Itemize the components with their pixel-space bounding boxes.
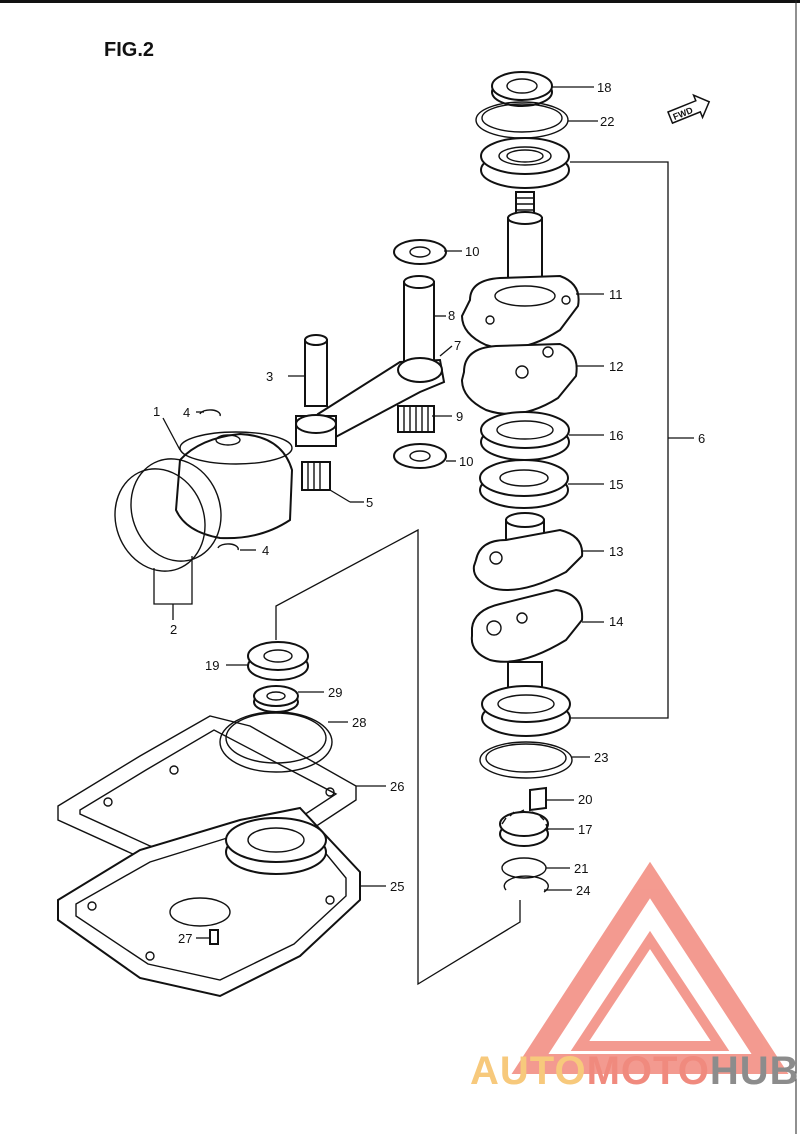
center-bearing xyxy=(480,411,570,461)
leader-lines xyxy=(162,86,694,939)
callout-21: 21 xyxy=(574,861,588,876)
piston xyxy=(174,431,294,540)
callout-10-bottom: 10 xyxy=(459,454,473,469)
callout-11: 11 xyxy=(609,287,623,302)
connecting-rod xyxy=(295,357,446,447)
top-bearing xyxy=(480,137,570,189)
center-seal xyxy=(479,459,569,509)
callout-13: 13 xyxy=(609,544,623,559)
callout-29: 29 xyxy=(328,685,342,700)
callout-26: 26 xyxy=(390,779,404,794)
callout-8: 8 xyxy=(448,308,455,323)
callout-14: 14 xyxy=(609,614,623,629)
watermark-text-auto: AUTO xyxy=(470,1049,587,1093)
callout-19: 19 xyxy=(205,658,219,673)
watermark-logo-icon xyxy=(511,861,789,1074)
callout-10-top: 10 xyxy=(465,244,479,259)
crank-upper-web xyxy=(460,274,580,350)
callout-20: 20 xyxy=(578,792,592,807)
callout-12: 12 xyxy=(609,359,623,374)
callout-16: 16 xyxy=(609,428,623,443)
piston-rings xyxy=(114,458,222,572)
crank-gear xyxy=(499,809,549,847)
watermark-text-hub: HUB xyxy=(710,1049,800,1093)
callout-1: 1 xyxy=(153,404,160,419)
callout-28: 28 xyxy=(352,715,366,730)
fwd-arrow-icon: FWD xyxy=(667,93,711,125)
callout-3: 3 xyxy=(266,369,273,384)
crank-lower-web-upper xyxy=(460,342,578,415)
top-o-ring xyxy=(475,101,569,139)
needle-bearing-small-end xyxy=(301,461,331,491)
circlip xyxy=(503,875,549,893)
lower-o-ring xyxy=(479,741,573,779)
callout-7: 7 xyxy=(454,338,461,353)
bracket-assembly-path xyxy=(275,528,521,986)
dowel-pin xyxy=(209,929,219,945)
piston-pin-clip-bottom xyxy=(217,543,239,551)
thrust-washer xyxy=(501,857,547,879)
top-border xyxy=(0,0,800,3)
watermark-text-moto: MOTO xyxy=(587,1049,710,1093)
callout-17: 17 xyxy=(578,822,592,837)
crankcase-lower xyxy=(57,806,361,998)
piston-pin-clip-top xyxy=(199,409,221,417)
callout-27: 27 xyxy=(178,931,192,946)
callout-4-top: 4 xyxy=(183,405,190,420)
callout-23: 23 xyxy=(594,750,608,765)
crank-lower-web xyxy=(470,588,584,693)
top-oil-seal xyxy=(491,71,553,107)
figure-title: FIG.2 xyxy=(104,39,154,61)
crank-pin xyxy=(403,275,435,363)
crank-pin-washer-top xyxy=(393,239,447,265)
woodruff-key xyxy=(529,786,547,812)
callout-22: 22 xyxy=(600,114,614,129)
callout-25: 25 xyxy=(390,879,404,894)
callout-2: 2 xyxy=(170,622,177,637)
piston-pin xyxy=(304,334,328,407)
lower-oil-seal xyxy=(247,641,309,681)
callout-18: 18 xyxy=(597,80,611,95)
crank-upper-web-lower xyxy=(472,512,584,591)
callout-9: 9 xyxy=(456,409,463,424)
callout-24: 24 xyxy=(576,883,590,898)
callout-15: 15 xyxy=(609,477,623,492)
crank-pin-washer-bottom xyxy=(393,443,447,469)
bracket-piston-rings xyxy=(153,556,193,605)
callout-4-bottom: 4 xyxy=(262,543,269,558)
lower-bearing xyxy=(481,685,571,737)
callout-5: 5 xyxy=(366,495,373,510)
callout-6: 6 xyxy=(698,431,705,446)
lower-seal-29 xyxy=(253,685,299,713)
bracket-crank-assembly xyxy=(570,161,669,719)
watermark-text: AUTOMOTOHUB xyxy=(470,1049,800,1093)
needle-bearing-big-end xyxy=(397,405,435,433)
